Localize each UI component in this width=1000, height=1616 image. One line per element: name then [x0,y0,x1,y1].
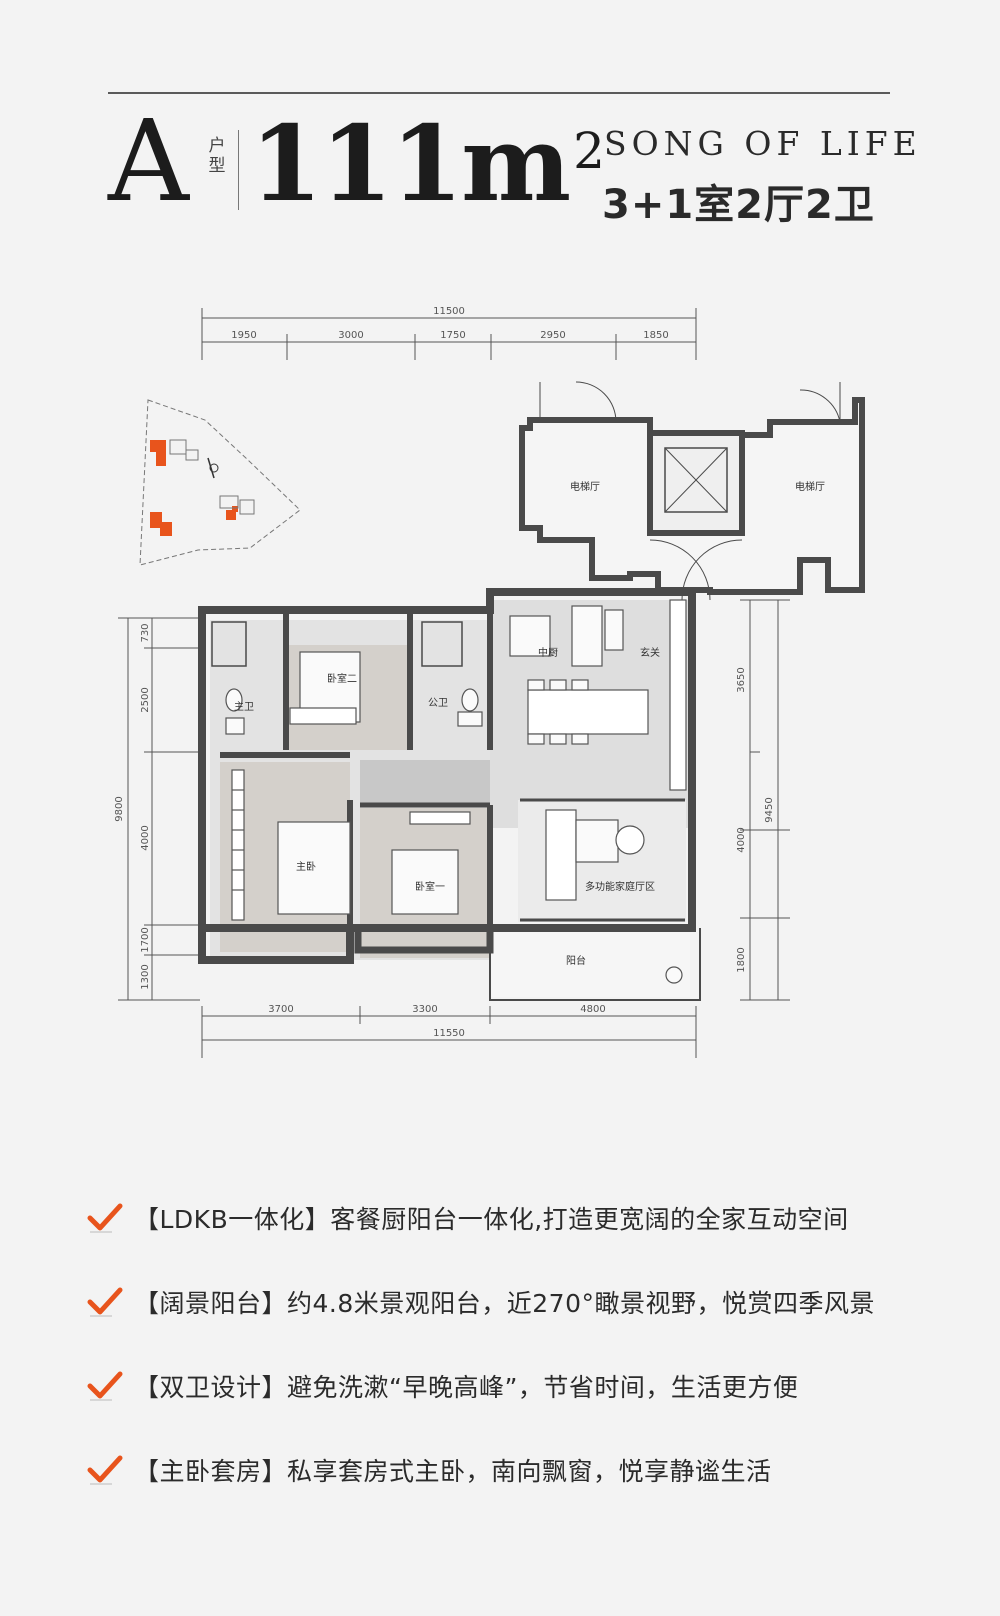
room-label-family-hall: 多功能家庭厅区 [585,880,655,893]
top-dimensions [201,308,697,360]
master-toilet [225,688,243,712]
feature-text: 【LDKB一体化】客餐厨阳台一体化,打造更宽阔的全家互动空间 [134,1205,849,1234]
feature-text: 【双卫设计】避免洗漱“早晚高峰”，节省时间，生活更方便 [134,1373,799,1402]
header-separator [238,130,239,210]
check-icon [87,1371,123,1401]
english-title: SONG OF LIFE [604,124,922,163]
room-label-bedroom-two: 卧室二 [327,672,357,685]
left-dim-4: 1700 [140,927,151,952]
left-total-dim: 9800 [114,796,125,821]
type-label-char-1: 户 [208,136,226,156]
room-label-bedroom-one: 卧室一 [415,880,445,893]
left-dim-1: 730 [140,623,151,642]
right-dim-1: 3650 [736,667,747,692]
room-label-kitchen: 中厨 [538,646,558,659]
bed-bedroom-one [391,849,459,915]
bed-master [277,821,351,915]
unit-area: 111m2 [250,112,605,216]
top-dim-3: 1750 [440,330,465,341]
area-superscript: 2 [573,122,605,180]
left-dim-5: 1300 [140,964,151,989]
check-icon [87,1203,123,1233]
fixtures [225,599,687,984]
right-dimensions [740,599,790,1001]
top-divider [108,92,890,94]
feature-text: 【主卧套房】私享套房式主卧，南向飘窗，悦享静谧生活 [134,1457,772,1486]
top-dim-5: 1850 [643,330,668,341]
bottom-total-dim: 11550 [433,1028,465,1039]
feature-text: 【阔景阳台】约4.8米景观阳台，近270°瞰景视野，悦赏四季风景 [134,1289,875,1318]
public-toilet [461,688,479,712]
check-icon [87,1455,123,1485]
sofa [545,809,577,901]
top-total-dim: 11500 [433,306,465,317]
entrance-cabinet [669,599,687,791]
type-label-char-2: 型 [208,156,226,176]
top-dim-2: 3000 [338,330,363,341]
elevator-core [519,381,865,601]
room-label-public-bath: 公卫 [428,698,448,709]
bottom-dim-3: 4800 [580,1004,605,1015]
bottom-dim-2: 3300 [412,1004,437,1015]
feature-item-double-bath: 【双卫设计】避免洗漱“早晚高峰”，节省时间，生活更方便 [86,1366,946,1406]
area-number: 111m [250,102,571,225]
room-label-balcony: 阳台 [566,954,586,967]
left-dim-2: 2500 [140,687,151,712]
check-icon [87,1287,123,1317]
left-dim-3: 4000 [140,825,151,850]
right-total-dim: 9450 [764,797,775,822]
room-label-entrance: 玄关 [640,646,660,659]
right-dim-3: 1800 [736,947,747,972]
dining-table [527,689,649,735]
floor-plan: 11500 1950 3000 1750 2950 1850 电梯厅 电梯厅 [114,306,865,1058]
feature-item-master-suite: 【主卧套房】私享套房式主卧，南向飘窗，悦享静谧生活 [86,1450,946,1490]
room-label-master-bedroom: 主卧 [296,860,316,873]
left-dimensions [118,617,200,1001]
top-dim-1: 1950 [231,330,256,341]
unit-letter: A [108,97,189,227]
kitchen-counter [509,615,551,657]
feature-item-ldkb: 【LDKB一体化】客餐厨阳台一体化,打造更宽阔的全家互动空间 [86,1198,946,1238]
room-label-master-bath: 主卫 [234,701,254,713]
bottom-dim-1: 3700 [268,1004,293,1015]
washing-machine [665,966,683,984]
right-dim-2: 4000 [736,827,747,852]
site-key-plan [139,399,301,566]
room-label-elevator-hall-right: 电梯厅 [795,480,825,493]
type-label: 户 型 [205,136,229,176]
bottom-dimensions [201,1006,697,1058]
layout-summary: 3+1室2厅2卫 [602,182,875,228]
room-label-elevator-hall-left: 电梯厅 [570,480,600,493]
feature-item-balcony: 【阔景阳台】约4.8米景观阳台，近270°瞰景视野，悦赏四季风景 [86,1282,946,1322]
top-dim-4: 2950 [540,330,565,341]
